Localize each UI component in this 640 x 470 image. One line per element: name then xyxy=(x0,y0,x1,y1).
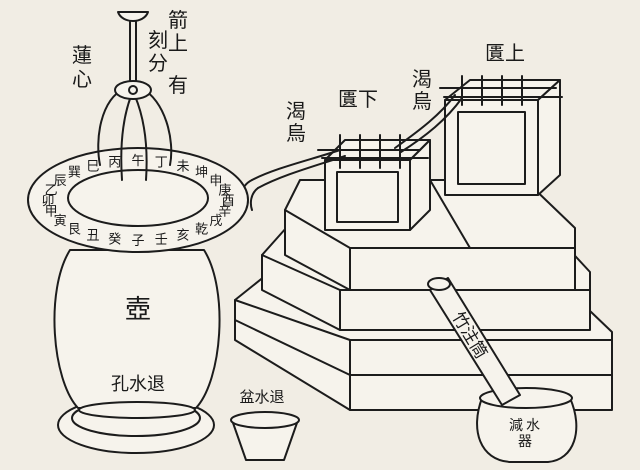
dial-char: 未 xyxy=(176,159,189,174)
lotus-heart-ornament xyxy=(114,80,152,100)
dial-char: 乾 xyxy=(195,222,208,237)
dial-char: 丑 xyxy=(86,229,99,244)
label-upper-tank: 匱上 xyxy=(485,41,525,65)
dial-char: 亥 xyxy=(176,229,189,244)
label-arrow-line1-char2: 上 xyxy=(168,31,188,55)
dial-char: 庚 xyxy=(218,183,231,199)
dial-char: 巽 xyxy=(68,166,81,181)
label-arrow: 箭 上 刻 分 有 xyxy=(148,8,188,97)
dial-char: 申 xyxy=(209,174,222,189)
label-arrow-line1-char1: 箭 xyxy=(168,8,188,32)
dial-plate xyxy=(27,147,249,253)
lower-tank xyxy=(317,134,431,231)
label-lotus-char2: 心 xyxy=(72,67,92,91)
dial-char: 辰 xyxy=(54,174,67,189)
label-siphon-upper-char1: 渴 xyxy=(412,67,432,91)
dial-char: 坤 xyxy=(195,166,208,181)
label-siphon-lower: 渴 烏 xyxy=(286,99,306,145)
label-siphon-upper: 渴 烏 xyxy=(412,67,432,113)
label-pot: 壺 xyxy=(125,295,151,325)
label-arrow-line2-char2: 分 xyxy=(148,51,168,75)
label-jar-char2: 水 xyxy=(526,418,540,434)
dial-char: 酉 xyxy=(221,194,234,209)
dial-char: 寅 xyxy=(54,213,67,229)
label-siphon-upper-char2: 烏 xyxy=(412,89,432,113)
label-basin: 盆水退 xyxy=(239,388,284,406)
pot-vessel xyxy=(53,249,221,454)
label-arrow-line2-char1: 刻 xyxy=(148,28,168,52)
dial-char: 戌 xyxy=(209,214,222,229)
label-lotus-char1: 蓮 xyxy=(72,43,92,67)
dial-char: 癸 xyxy=(108,233,121,248)
dial-char: 丁 xyxy=(155,155,168,170)
dial-char: 乙 xyxy=(45,184,58,199)
label-arrow-line2-char3: 有 xyxy=(168,73,188,97)
label-siphon-lower-char2: 烏 xyxy=(286,121,306,145)
bamboo-tube xyxy=(427,277,521,406)
siphon-pipes xyxy=(239,94,463,213)
dial-char: 子 xyxy=(131,234,144,249)
label-siphon-lower-char1: 渴 xyxy=(286,99,306,123)
label-jar-char3: 器 xyxy=(518,434,532,450)
dial-char: 甲 xyxy=(45,204,58,219)
label-overflow-jar: 減 水 器 xyxy=(509,417,540,450)
outlet-basin xyxy=(230,411,300,461)
upper-tank xyxy=(439,75,563,196)
dial-char: 壬 xyxy=(155,233,168,248)
label-lotus-heart: 蓮 心 xyxy=(72,43,92,91)
dial-char: 丙 xyxy=(108,155,121,170)
dial-char: 巳 xyxy=(86,159,99,174)
dial-char: 艮 xyxy=(68,222,81,237)
label-outlet-hole: 孔水退 xyxy=(111,374,165,395)
dial-characters: 子癸丑艮寅甲卯乙辰巽巳丙午丁未坤申庚酉辛戌乾亥壬 xyxy=(41,154,234,249)
label-jar-char1: 減 xyxy=(509,417,523,434)
dial-char: 卯 xyxy=(41,194,54,209)
label-lower-tank: 匱下 xyxy=(338,87,378,111)
dial-char: 午 xyxy=(131,154,144,169)
dial-char: 辛 xyxy=(218,204,231,219)
